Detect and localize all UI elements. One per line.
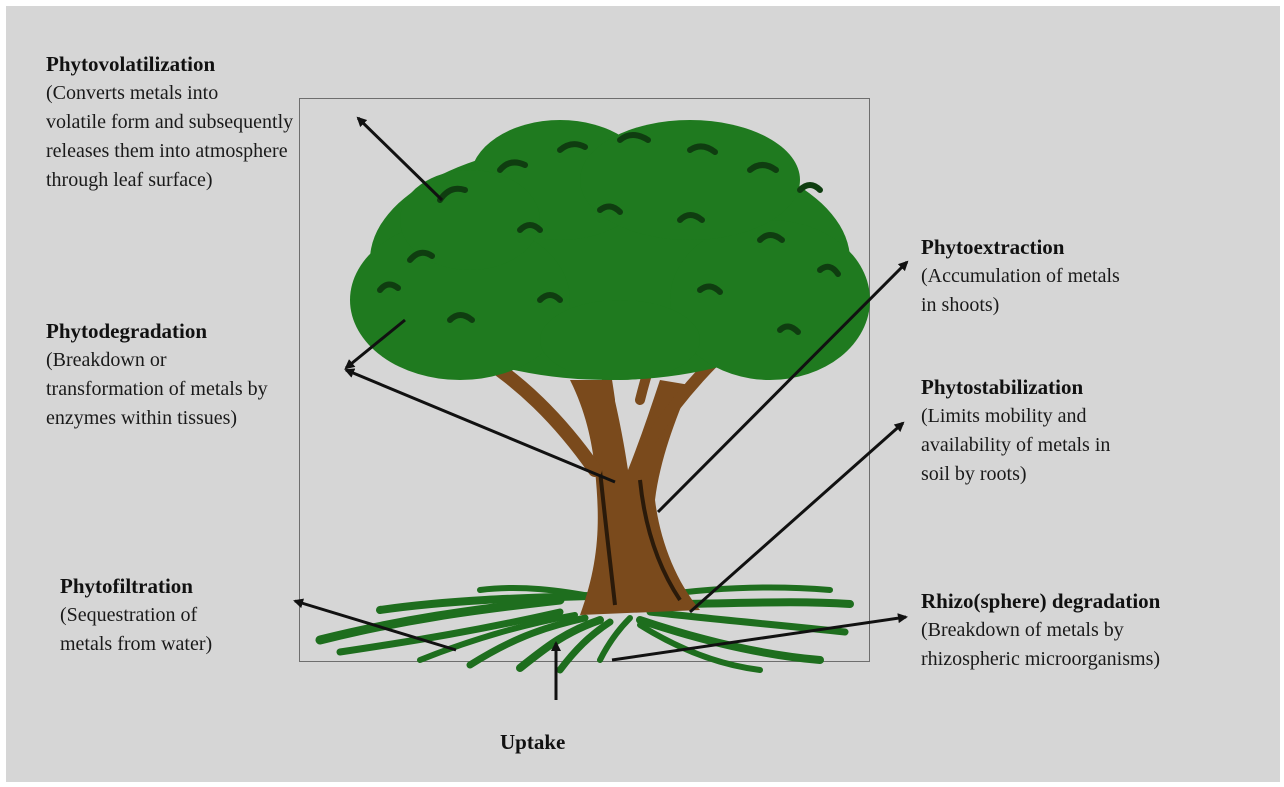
desc-line: (Converts metals into [46, 79, 293, 108]
title-phytovolatilization: Phytovolatilization [46, 50, 293, 79]
desc-line: (Sequestration of [60, 601, 212, 630]
desc-line: (Accumulation of metals [921, 262, 1120, 291]
label-phytodegradation: Phytodegradation (Breakdown or transform… [46, 317, 268, 433]
desc-line: soil by roots) [921, 460, 1110, 489]
roots-graphic [320, 588, 850, 670]
desc-line: through leaf surface) [46, 166, 293, 195]
desc-line: (Breakdown of metals by [921, 616, 1160, 645]
label-phytoextraction: Phytoextraction (Accumulation of metals … [921, 233, 1120, 320]
label-phytovolatilization: Phytovolatilization (Converts metals int… [46, 50, 293, 195]
title-phytofiltration: Phytofiltration [60, 572, 212, 601]
title-rhizodegradation: Rhizo(sphere) degradation [921, 587, 1160, 616]
label-rhizodegradation: Rhizo(sphere) degradation (Breakdown of … [921, 587, 1160, 674]
foliage-graphic [350, 120, 870, 380]
label-phytostabilization: Phytostabilization (Limits mobility and … [921, 373, 1110, 489]
arrow-phytostabilization [690, 423, 903, 612]
title-uptake: Uptake [500, 728, 565, 757]
desc-line: transformation of metals by [46, 375, 268, 404]
title-phytostabilization: Phytostabilization [921, 373, 1110, 402]
title-phytodegradation: Phytodegradation [46, 317, 268, 346]
desc-line: in shoots) [921, 291, 1120, 320]
desc-line: volatile form and subsequently [46, 108, 293, 137]
desc-line: enzymes within tissues) [46, 404, 268, 433]
desc-line: (Breakdown or [46, 346, 268, 375]
title-phytoextraction: Phytoextraction [921, 233, 1120, 262]
desc-line: releases them into atmosphere [46, 137, 293, 166]
label-uptake: Uptake [500, 728, 565, 757]
desc-line: (Limits mobility and [921, 402, 1110, 431]
desc-line: availability of metals in [921, 431, 1110, 460]
arrow-phytovolatilization [358, 118, 442, 200]
label-phytofiltration: Phytofiltration (Sequestration of metals… [60, 572, 212, 659]
desc-line: rhizospheric microorganisms) [921, 645, 1160, 674]
desc-line: metals from water) [60, 630, 212, 659]
